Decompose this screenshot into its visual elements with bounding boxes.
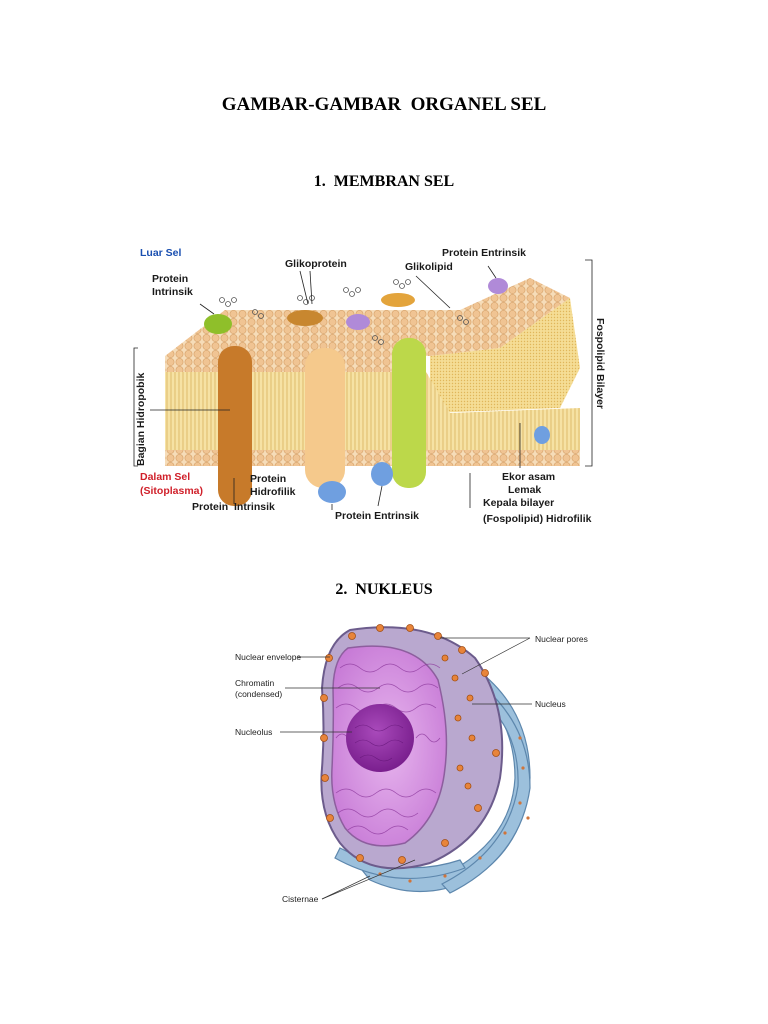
label-nuclear-envelope: Nuclear envelope	[235, 652, 301, 662]
er-ribosomes	[378, 736, 530, 883]
label-fospolipid-bilayer: Fospolipid Bilayer	[594, 318, 606, 409]
nucleolus	[346, 704, 414, 772]
nucleus-leader-lines	[280, 637, 532, 900]
label-protein-intrinsik-top-2: Intrinsik	[152, 286, 193, 298]
protein-entrinsik-blue-2	[371, 462, 393, 486]
glikoprotein-brown	[287, 310, 323, 326]
cell-membrane-diagram: Luar Sel Protein Intrinsik Glikoprotein …	[133, 247, 606, 525]
label-kepala-bilayer-2: (Fospolipid) Hidrofilik	[483, 513, 592, 525]
label-chromatin-2: (condensed)	[235, 689, 282, 699]
protein-purple-top	[346, 314, 370, 330]
hydrophobic-tails	[165, 370, 425, 452]
section-title: NUKLEUS	[355, 581, 433, 598]
protein-intrinsik-brown	[218, 346, 252, 506]
carbohydrate-chains	[219, 279, 469, 345]
protein-intrinsik-green-top	[204, 314, 232, 334]
label-protein-hidrofilik-2: Hidrofilik	[250, 486, 296, 498]
chromatin	[335, 663, 441, 835]
glikolipid-orange	[381, 293, 415, 307]
protein-entrinsik-purple	[488, 278, 508, 294]
label-protein-hidrofilik: Protein	[250, 473, 286, 485]
section-title: MEMBRAN SEL	[333, 173, 455, 190]
protein-green	[392, 338, 426, 488]
label-dalam-sel: Dalam Sel	[140, 471, 190, 483]
label-nucleus: Nucleus	[535, 699, 566, 709]
label-sitoplasma: (Sitoplasma)	[140, 485, 203, 497]
label-nucleolus: Nucleolus	[235, 727, 272, 737]
leader-lines	[133, 259, 593, 510]
protein-entrinsik-blue-3	[534, 426, 550, 444]
label-ekor-asam: Ekor asam	[502, 471, 555, 483]
label-protein-entrinsik-bottom: Protein Entrinsik	[335, 510, 419, 522]
section-number: 2.	[335, 581, 348, 598]
label-cisternae: Cisternae	[282, 894, 319, 904]
label-protein-intrinsik-top: Protein	[152, 273, 188, 285]
label-protein-entrinsik-top: Protein Entrinsik	[442, 247, 526, 259]
label-glikoprotein: Glikoprotein	[285, 258, 347, 270]
section-heading-nukleus: 2. NUKLEUS	[0, 581, 768, 599]
section-heading-membran: 1. MEMBRAN SEL	[0, 173, 768, 191]
label-protein-intrinsik-bottom: Protein Intrinsik	[192, 501, 275, 513]
upper-head-row	[165, 356, 425, 372]
bilayer-cross-section	[430, 298, 580, 413]
protein-hidrofilik-peach	[305, 348, 345, 488]
label-kepala-bilayer: Kepala bilayer	[483, 497, 554, 509]
label-ekor-asam-2: Lemak	[508, 484, 541, 496]
section-number: 1.	[313, 173, 326, 190]
page-title: GAMBAR-GAMBAR ORGANEL SEL	[221, 94, 547, 115]
lower-head-row	[165, 450, 580, 466]
top-phospholipid-heads	[165, 278, 570, 356]
label-nuclear-pores: Nuclear pores	[535, 634, 588, 644]
label-glikolipid: Glikolipid	[405, 261, 453, 273]
protein-entrinsik-blue-1	[318, 481, 346, 503]
label-bagian-hidropobik: Bagian Hidropobik	[135, 373, 147, 466]
label-chromatin: Chromatin	[235, 678, 274, 688]
label-luar-sel: Luar Sel	[140, 247, 182, 259]
nucleus-diagram: Nuclear envelope Chromatin (condensed) N…	[235, 624, 588, 904]
nuclear-pores	[320, 624, 500, 864]
